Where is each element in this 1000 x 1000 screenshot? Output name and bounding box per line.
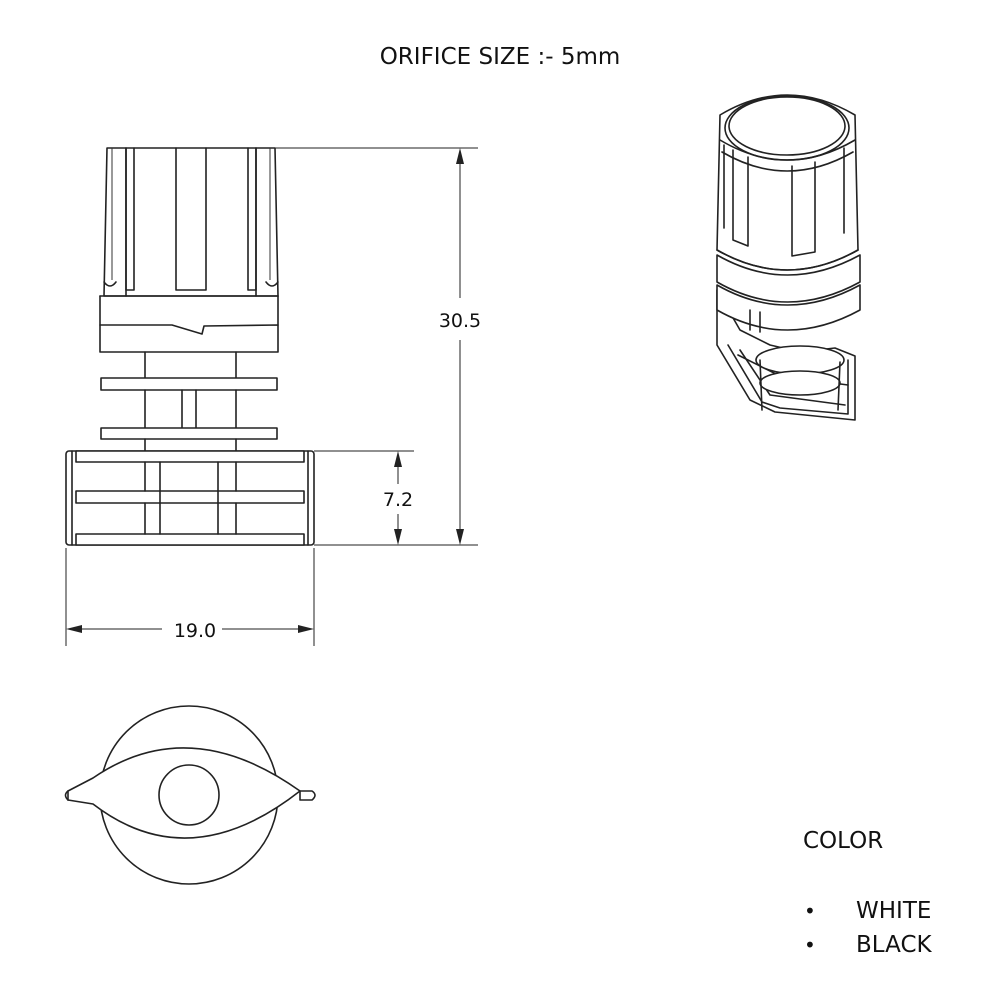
color-legend-bullet-2: • <box>804 933 816 957</box>
dimension-label-base-width: 19.0 <box>174 620 216 642</box>
dimension-total-height: 30.5 <box>275 147 481 546</box>
color-legend: COLOR • WHITE • BLACK <box>803 828 933 958</box>
dimension-base-height: 7.2 <box>314 450 414 545</box>
front-view <box>65 147 315 546</box>
cap-ring <box>99 295 279 353</box>
color-legend-bullet-1: • <box>804 899 816 923</box>
color-legend-item-black: BLACK <box>856 932 933 958</box>
color-legend-heading: COLOR <box>803 828 883 854</box>
dimension-base-width: 19.0 <box>65 548 315 646</box>
dimension-label-total-height: 30.5 <box>439 310 481 332</box>
stem <box>100 351 278 452</box>
drawing-title: ORIFICE SIZE :- 5mm <box>380 44 621 70</box>
isometric-view <box>716 94 861 421</box>
color-legend-item-white: WHITE <box>856 898 931 924</box>
top-view <box>64 705 316 885</box>
base-collar <box>65 450 315 546</box>
dimension-label-base-height: 7.2 <box>383 489 413 511</box>
cap-body <box>103 147 279 297</box>
